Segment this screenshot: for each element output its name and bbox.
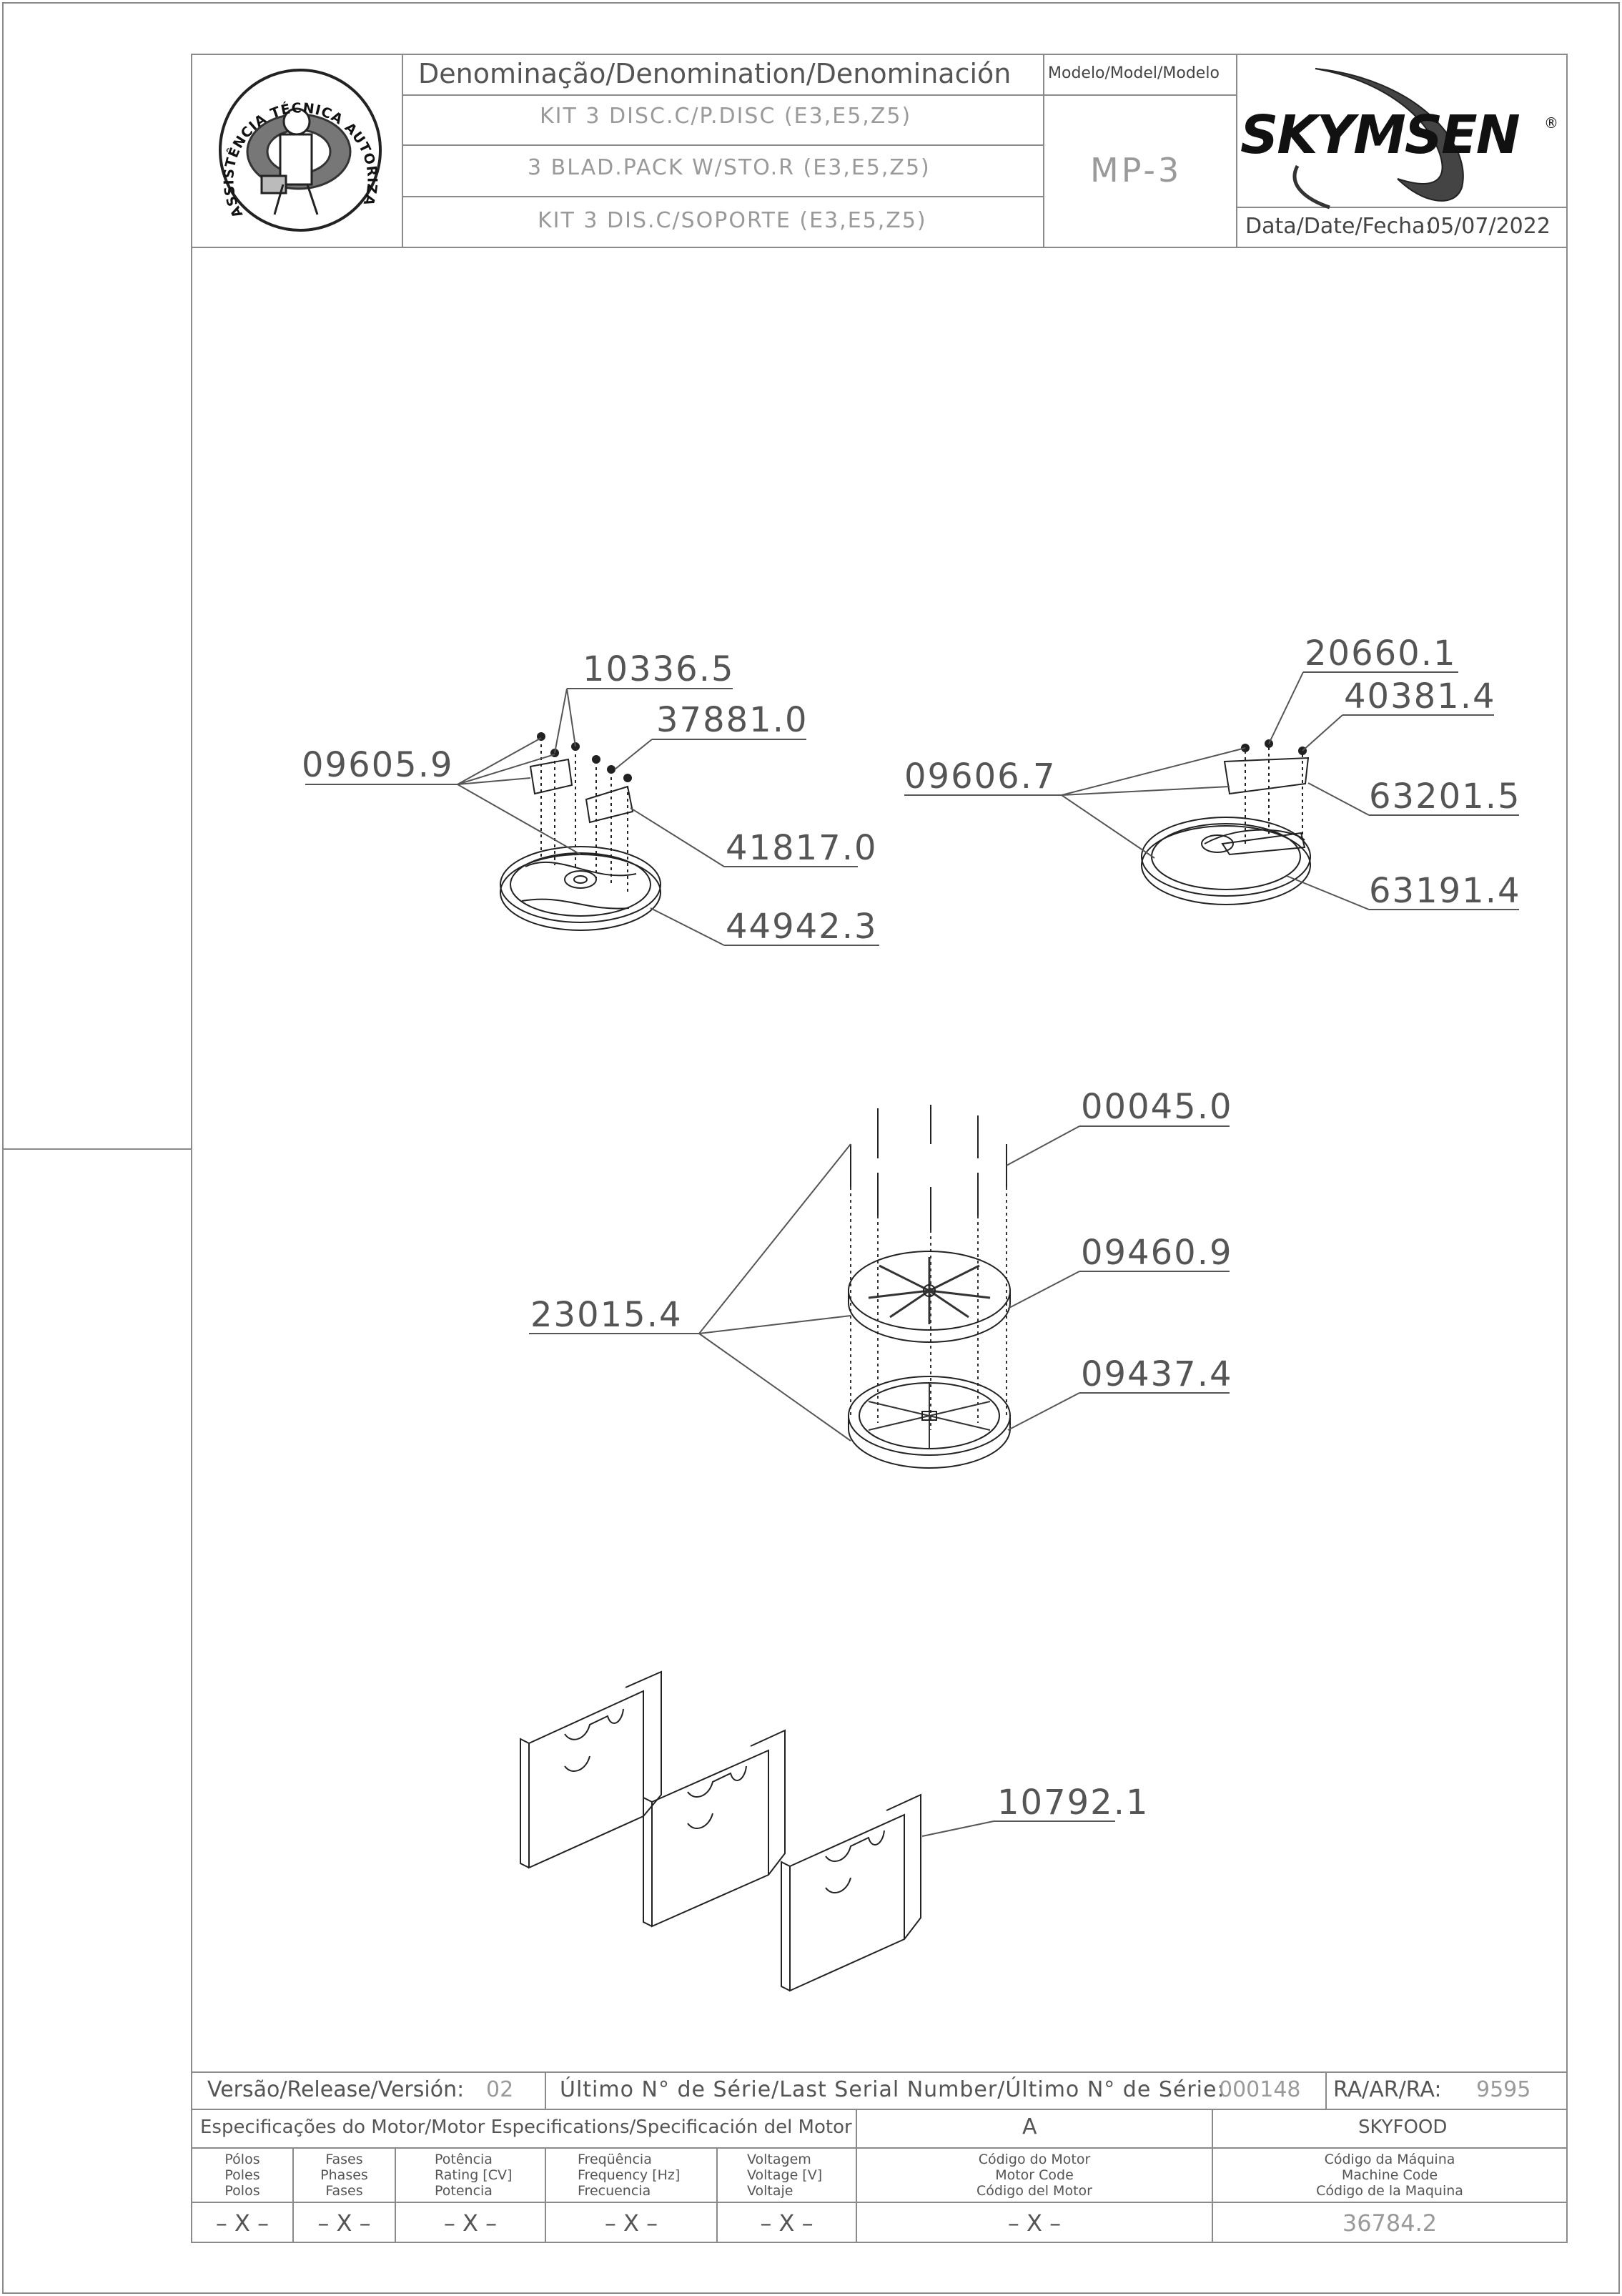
callout-44942-3: 44942.3 bbox=[726, 907, 878, 947]
brand-name: SKYMSEN bbox=[1240, 104, 1520, 166]
assembly-blade-disc-2 bbox=[904, 671, 1519, 910]
serial-value: 000148 bbox=[1219, 2077, 1301, 2102]
denomination-label: Denominação/Denomination/Denominación bbox=[418, 58, 1012, 89]
denomination-line-es: KIT 3 DIS.C/SOPORTE (E3,E5,Z5) bbox=[538, 208, 927, 233]
assembly-blade-disc-1 bbox=[305, 688, 879, 946]
rating-value: – X – bbox=[443, 2209, 498, 2237]
callout-00045-0: 00045.0 bbox=[1081, 1087, 1233, 1127]
model-label: Modelo/Model/Modelo bbox=[1048, 64, 1220, 82]
ra-value: 9595 bbox=[1476, 2077, 1531, 2102]
motor-letter: A bbox=[1022, 2114, 1037, 2139]
motor-code-value: – X – bbox=[1007, 2209, 1062, 2237]
callout-23015-4: 23015.4 bbox=[530, 1295, 683, 1335]
serial-label: Último N° de Série/Last Serial Number/Úl… bbox=[560, 2077, 1225, 2102]
version-label: Versão/Release/Versión: bbox=[207, 2077, 465, 2102]
brand-registered-mark: ® bbox=[1544, 114, 1558, 132]
frequency-value: – X – bbox=[604, 2209, 658, 2237]
callout-63191-4: 63191.4 bbox=[1369, 871, 1521, 911]
assembly-grating-disc bbox=[529, 1105, 1230, 1469]
denomination-line-pt: KIT 3 DISC.C/P.DISC (E3,E5,Z5) bbox=[540, 104, 912, 129]
voltage-value: – X – bbox=[760, 2209, 814, 2237]
phases-value: – X – bbox=[317, 2209, 371, 2237]
date-label: Data/Date/Fecha: bbox=[1245, 214, 1433, 239]
brand-logo-swoosh bbox=[1292, 68, 1464, 210]
ra-label: RA/AR/RA: bbox=[1333, 2077, 1442, 2102]
callout-37881-0: 37881.0 bbox=[656, 700, 808, 740]
motor-spec-label: Especificações do Motor/Motor Especifica… bbox=[200, 2117, 852, 2138]
machine-code-value: 36784.2 bbox=[1342, 2209, 1438, 2237]
seal-text: ASSISTÊNCIA TÉCNICA AUTORIZADA bbox=[0, 0, 380, 220]
callout-20660-1: 20660.1 bbox=[1305, 634, 1457, 674]
blade-holder-2 bbox=[643, 1729, 786, 1928]
svg-text:ASSISTÊNCIA TÉCNICA AUTORIZADA: ASSISTÊNCIA TÉCNICA AUTORIZADA bbox=[0, 0, 380, 220]
assembly-blade-holders bbox=[520, 1670, 1115, 1992]
drawing-frame bbox=[191, 54, 1568, 2243]
callout-09437-4: 09437.4 bbox=[1081, 1354, 1233, 1394]
callout-09460-9: 09460.9 bbox=[1081, 1233, 1233, 1273]
callout-63201-5: 63201.5 bbox=[1369, 777, 1521, 817]
machine-name: SKYFOOD bbox=[1358, 2117, 1448, 2138]
callout-09606-7: 09606.7 bbox=[904, 757, 1057, 797]
denomination-line-en: 3 BLAD.PACK W/STO.R (E3,E5,Z5) bbox=[528, 155, 931, 180]
date-value: 05/07/2022 bbox=[1427, 214, 1551, 239]
model-value: MP-3 bbox=[1090, 151, 1182, 189]
seal-logo bbox=[219, 69, 382, 232]
callout-10336-5: 10336.5 bbox=[583, 649, 735, 689]
callout-40381-4: 40381.4 bbox=[1344, 676, 1496, 716]
callout-09605-9: 09605.9 bbox=[302, 745, 454, 785]
poles-value: – X – bbox=[215, 2209, 269, 2237]
callout-10792-1: 10792.1 bbox=[997, 1783, 1149, 1823]
callout-41817-0: 41817.0 bbox=[726, 828, 878, 868]
blade-holder-3 bbox=[781, 1793, 921, 1992]
version-value: 02 bbox=[486, 2077, 514, 2102]
